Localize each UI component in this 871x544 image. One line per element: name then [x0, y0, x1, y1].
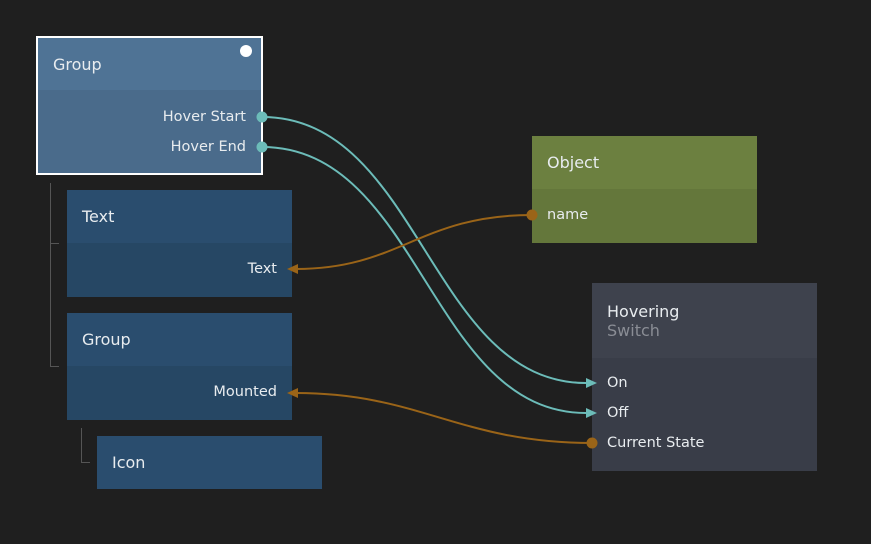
node-header: Icon: [97, 436, 322, 489]
node-header: Group: [67, 313, 292, 366]
port-dot-icon[interactable]: [586, 437, 598, 449]
port-off[interactable]: Off: [607, 405, 629, 421]
node-header: Object: [532, 136, 757, 189]
node-group-root[interactable]: Group Hover Start Hover End: [36, 36, 263, 175]
port-dot-icon[interactable]: [256, 141, 268, 153]
node-header: Group: [38, 38, 261, 90]
arrow-icon: [287, 264, 298, 274]
port-mounted[interactable]: Mounted: [213, 384, 277, 400]
port-current-state[interactable]: Current State: [607, 435, 705, 451]
node-subtitle: Switch: [607, 320, 660, 340]
wire-hover-end-off[interactable]: [261, 146, 587, 414]
wire-state-mounted[interactable]: [295, 392, 593, 444]
node-object[interactable]: Object name: [532, 136, 757, 243]
node-hovering[interactable]: Hovering Switch On Off Current State: [592, 283, 817, 471]
arrow-icon: [586, 378, 597, 388]
node-title: Hovering: [607, 301, 680, 321]
port-on[interactable]: On: [607, 375, 628, 391]
tree-line: [81, 462, 90, 463]
port-hover-start[interactable]: Hover Start: [162, 109, 246, 125]
node-title: Text: [82, 207, 115, 226]
wire-name-text[interactable]: [295, 214, 533, 270]
tree-line: [50, 183, 51, 367]
node-header: Text: [67, 190, 292, 243]
node-title: Group: [53, 54, 102, 74]
port-name[interactable]: name: [547, 207, 589, 223]
tree-line: [50, 243, 59, 244]
tree-line: [50, 366, 59, 367]
node-icon[interactable]: Icon: [97, 436, 322, 489]
node-title: Object: [547, 153, 600, 172]
node-title: Icon: [112, 453, 146, 472]
node-group-child[interactable]: Group Mounted: [67, 313, 292, 420]
arrow-icon: [287, 388, 298, 398]
port-dot-icon[interactable]: [256, 111, 268, 123]
arrow-icon: [586, 408, 597, 418]
node-text[interactable]: Text Text: [67, 190, 292, 297]
port-text[interactable]: Text: [247, 261, 277, 277]
selected-indicator-icon: [240, 45, 252, 57]
node-title: Group: [82, 330, 131, 349]
port-dot-icon[interactable]: [526, 209, 538, 221]
wire-hover-start-on[interactable]: [261, 116, 587, 384]
port-hover-end[interactable]: Hover End: [170, 139, 246, 155]
node-header: Hovering Switch: [592, 283, 817, 358]
tree-line: [81, 428, 82, 463]
